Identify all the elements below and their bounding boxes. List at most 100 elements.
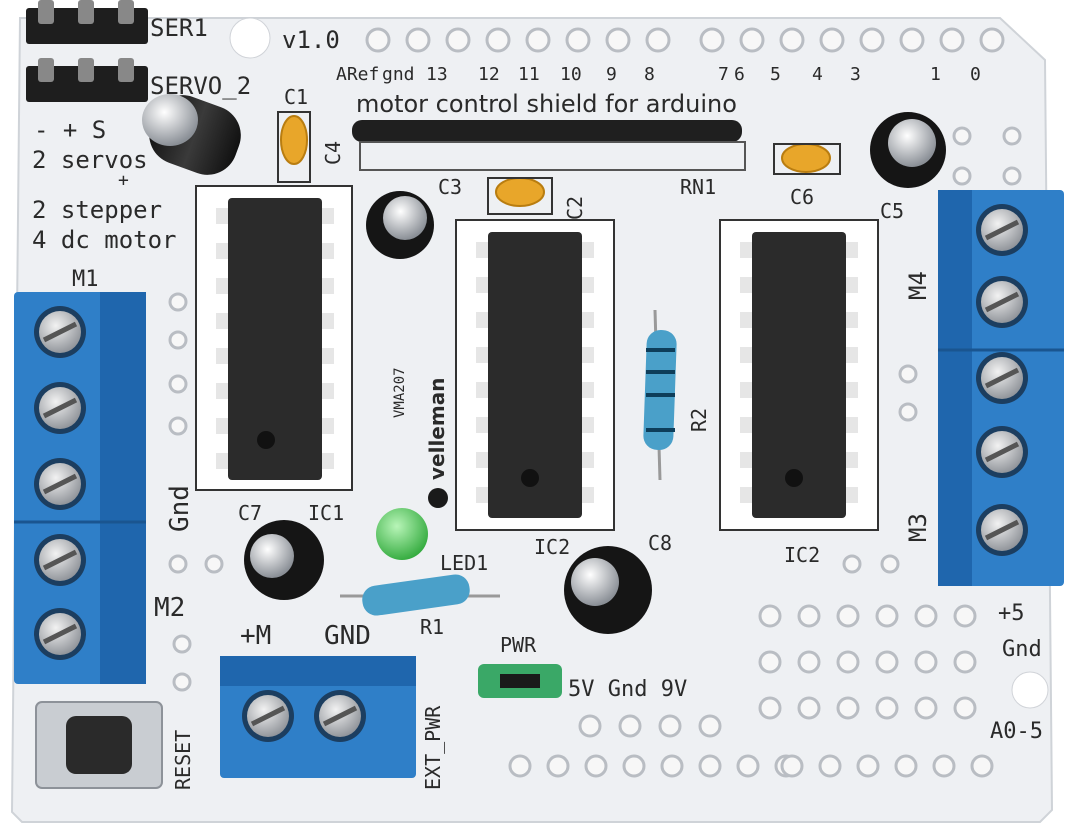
pin-label-6: 6 [734,64,745,85]
pin-labels-left: ARef gnd 13 12 11 10 9 8 [336,64,655,85]
ic-pin [216,383,228,399]
label-ext-pwr: EXT_PWR [421,705,445,790]
ic-pin [846,277,858,293]
header-pad [932,754,956,778]
pin-label-0: 0 [970,64,981,85]
header-pad [797,696,821,720]
ic-pin [740,277,752,293]
resistor-network-rn1 [352,120,742,142]
label-ic2-right: IC2 [784,543,820,567]
header-pad [914,604,938,628]
ic-pin [582,277,594,293]
ic-pin [582,242,594,258]
ic-pin [476,277,488,293]
label-gnd-left: Gnd [165,485,195,532]
bottom-header-pads [508,714,994,778]
header-pad [953,604,977,628]
label-plus5: +5 [998,601,1025,626]
ic-pin [216,208,228,224]
label-m4: M4 [904,271,932,300]
label-feature-3: 2 stepper [32,196,162,224]
header-pad [970,754,994,778]
ic-pin [740,312,752,328]
label-analog: A0-5 [990,719,1043,744]
label-reset: RESET [171,730,195,790]
label-m2: M2 [154,593,185,623]
ic-pin [740,417,752,433]
ic-pin [846,242,858,258]
label-c3: C3 [438,175,462,199]
pin-label-5: 5 [770,64,781,85]
ic-pin [476,382,488,398]
top-header-pads [365,27,1005,53]
terminal-screws [34,204,1028,742]
label-servo-pins: - + S [34,116,106,144]
header-pad [622,754,646,778]
header-pad [836,604,860,628]
ic-pin [216,348,228,364]
velleman-logo: velleman [425,378,449,508]
screw [976,276,1028,328]
label-rn1: RN1 [680,175,716,199]
label-plus-m: +M [240,621,271,651]
label-m3: M3 [904,513,932,542]
screw [34,458,86,510]
label-power-opts: 5V Gnd 9V [568,677,687,702]
header-pad [584,754,608,778]
header-pad [894,754,918,778]
ic-pin [476,452,488,468]
label-c8: C8 [648,531,672,555]
ic-pin [216,418,228,434]
ic-pin [582,347,594,363]
label-r1: R1 [420,615,444,639]
header-pad [914,696,938,720]
ic1-chip [195,185,353,491]
resistor-r2 [643,309,677,481]
pin-label-4: 4 [812,64,823,85]
pin-labels-right: 7 6 5 4 3 1 0 [718,64,981,85]
header-pad [914,650,938,674]
ic2-right-chip [719,219,879,531]
ic-pin [322,418,334,434]
ic-pin [740,347,752,363]
pin-label-1: 1 [930,64,941,85]
header-pad [953,696,977,720]
header-pad [875,604,899,628]
ic-pin [476,347,488,363]
servo-headers [26,0,148,102]
label-pwr: PWR [500,633,537,657]
ic-pin [846,417,858,433]
label-c7: C7 [238,501,262,525]
label-servo2: SERVO_2 [150,72,251,100]
capacitor-c3-electrolytic [366,191,434,259]
screw [976,426,1028,478]
brand-logo-text: velleman [425,378,449,480]
label-gnd-terminal: GND [324,621,371,651]
mounting-hole-top [229,17,271,59]
pin-label-9: 9 [606,64,617,85]
label-r2: R2 [687,408,711,432]
ic-pin [216,313,228,329]
header-pad [758,650,782,674]
ic2-middle-chip [455,219,615,531]
label-c2: C2 [563,196,587,220]
header-pad [578,714,602,738]
pin-label-aref: ARef [336,64,379,85]
ic-pin [846,347,858,363]
ic-pin [582,487,594,503]
header-pad [660,754,684,778]
two-pin-pads [168,126,1022,692]
label-ic1: IC1 [308,501,344,525]
mounting-hole-bottom [1011,671,1049,709]
label-m1: M1 [72,267,99,292]
header-pad [508,754,532,778]
ic-pin [476,487,488,503]
screw [314,690,366,742]
header-pad [780,754,804,778]
header-pad [736,754,760,778]
label-model: VMA207 [392,367,408,418]
label-feature-2: + [118,170,129,191]
header-pad [658,714,682,738]
pin-label-3: 3 [850,64,861,85]
